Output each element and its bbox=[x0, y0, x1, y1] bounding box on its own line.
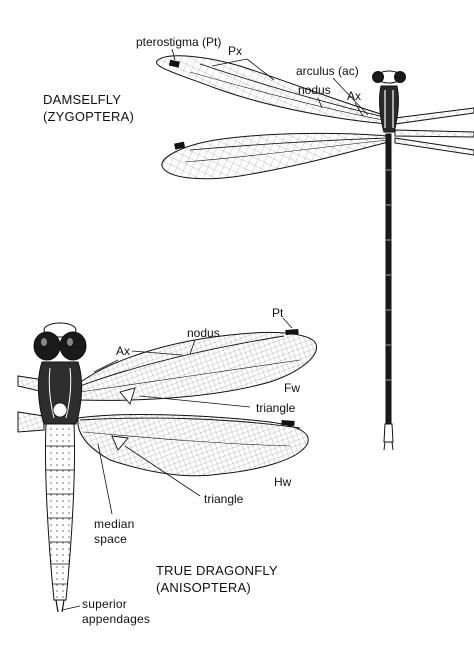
label-arculus: arculus (ac) bbox=[296, 64, 359, 78]
dragonfly-triangle-forewing bbox=[119, 387, 136, 405]
damselfly-leaders bbox=[171, 48, 369, 117]
superior-appendages-label: superior appendages bbox=[82, 597, 150, 627]
dragonfly-abdomen bbox=[44, 423, 76, 601]
damselfly-forewing bbox=[156, 55, 389, 125]
dragonfly-eye-right bbox=[59, 331, 87, 361]
median-space-label: median space bbox=[94, 517, 135, 547]
damselfly-abdomen-tip bbox=[383, 423, 394, 443]
damselfly-eye-right bbox=[394, 71, 406, 83]
label-dragonfly-nodus: nodus bbox=[187, 326, 220, 340]
label-damselfly-ax: Ax bbox=[347, 89, 362, 103]
dragonfly-title-line1: TRUE DRAGONFLY bbox=[156, 563, 278, 578]
label-dragonfly-pt: Pt bbox=[272, 306, 284, 320]
label-fw: Fw bbox=[284, 381, 300, 395]
dragonfly-drawing bbox=[17, 322, 317, 613]
dragonfly-leaders bbox=[61, 317, 293, 611]
label-px: Px bbox=[228, 44, 243, 58]
damselfly-title-line2: (ZYGOPTERA) bbox=[43, 109, 135, 124]
damselfly-title-line1: DAMSELFLY bbox=[43, 92, 122, 107]
label-triangle-forewing: triangle bbox=[256, 401, 296, 415]
median-space-line2: space bbox=[94, 532, 128, 546]
damselfly-pterostigma-hindwing bbox=[174, 141, 186, 150]
superior-appendages-line1: superior bbox=[82, 597, 127, 611]
dragonfly-title: TRUE DRAGONFLY (ANISOPTERA) bbox=[156, 562, 278, 596]
damselfly-drawing bbox=[156, 55, 474, 451]
dragonfly-hindwing bbox=[77, 414, 309, 477]
dragonfly-eye-left bbox=[33, 331, 61, 361]
dragonfly-title-line2: (ANISOPTERA) bbox=[156, 580, 251, 595]
median-space-line1: median bbox=[94, 517, 135, 531]
label-pterostigma: pterostigma (Pt) bbox=[136, 35, 222, 49]
dragonfly-pterostigma-forewing bbox=[285, 329, 299, 335]
label-dragonfly-ax: Ax bbox=[116, 344, 131, 358]
damselfly-thorax bbox=[379, 85, 399, 133]
label-triangle-hindwing: triangle bbox=[204, 492, 244, 506]
dragonfly-pterostigma-hindwing bbox=[281, 420, 295, 426]
label-damselfly-nodus: nodus bbox=[298, 83, 331, 97]
dragonfly-forewing bbox=[77, 332, 317, 401]
damselfly-hindwing bbox=[161, 132, 389, 180]
label-hw: Hw bbox=[274, 475, 292, 489]
damselfly-title: DAMSELFLY (ZYGOPTERA) bbox=[43, 91, 134, 125]
dragonfly-triangle-hindwing bbox=[111, 435, 129, 451]
damselfly-abdomen bbox=[385, 133, 392, 425]
damselfly-pterostigma-forewing bbox=[168, 59, 180, 68]
damselfly-eye-left bbox=[372, 71, 384, 83]
superior-appendages-line2: appendages bbox=[82, 612, 151, 626]
